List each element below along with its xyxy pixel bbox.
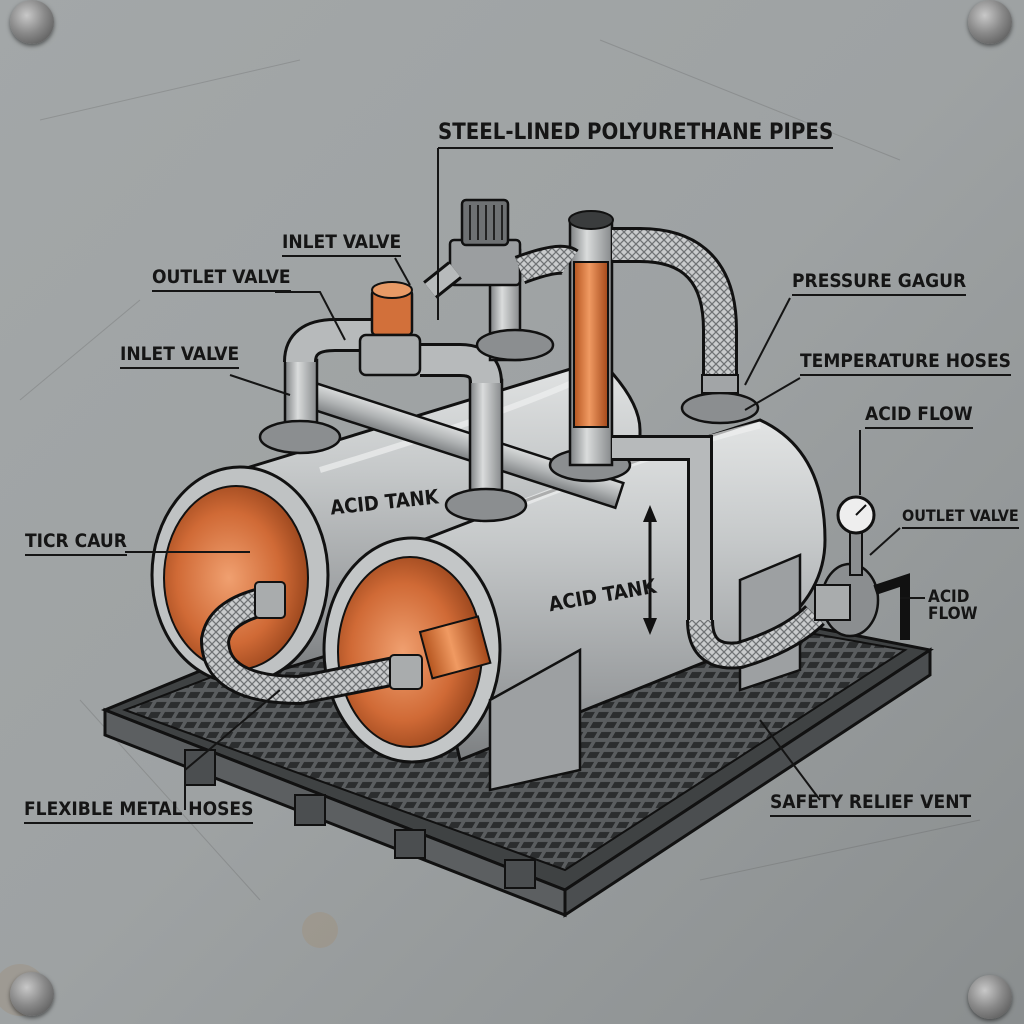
- label-inlet-valve-left: INLET VALVE: [120, 345, 240, 369]
- corner-bolt-icon: [968, 0, 1012, 44]
- label-outlet-valve-left: OUTLET VALVE: [152, 268, 291, 292]
- flexible-hose-left: [199, 581, 492, 706]
- steel-lined-pipe: [568, 210, 739, 620]
- copper-inlet-valve: [358, 281, 422, 377]
- valve-actuator: [423, 198, 579, 299]
- pipe-manifold: [258, 248, 760, 523]
- acid-tank-front: [322, 418, 827, 792]
- leader-lines: [125, 148, 925, 810]
- label-outlet-valve-right: OUTLET VALVE: [902, 508, 1019, 529]
- label-safety-vent: SAFETY RELIEF VENT: [770, 793, 972, 817]
- corner-bolt-icon: [10, 972, 54, 1016]
- label-temperature-hoses: TEMPERATURE HOSES: [800, 352, 1011, 376]
- label-flexible-hoses: FLEXIBLE METAL HOSES: [24, 800, 254, 824]
- corner-bolt-icon: [10, 0, 54, 44]
- label-acid-flow-right: ACID FLOW: [928, 587, 978, 624]
- label-inlet-valve-top: INLET VALVE: [282, 233, 402, 257]
- label-thick-coat: TICR CAUR: [25, 532, 127, 556]
- label-steel-lined-pipes: STEEL-LINED POLYURETHANE PIPES: [438, 122, 834, 149]
- label-acid-flow-top: ACID FLOW: [865, 405, 973, 429]
- corner-bolt-icon: [968, 975, 1012, 1019]
- flexible-hose-right: [686, 495, 910, 670]
- label-pressure-gauge: PRESSURE GAGUR: [792, 272, 967, 296]
